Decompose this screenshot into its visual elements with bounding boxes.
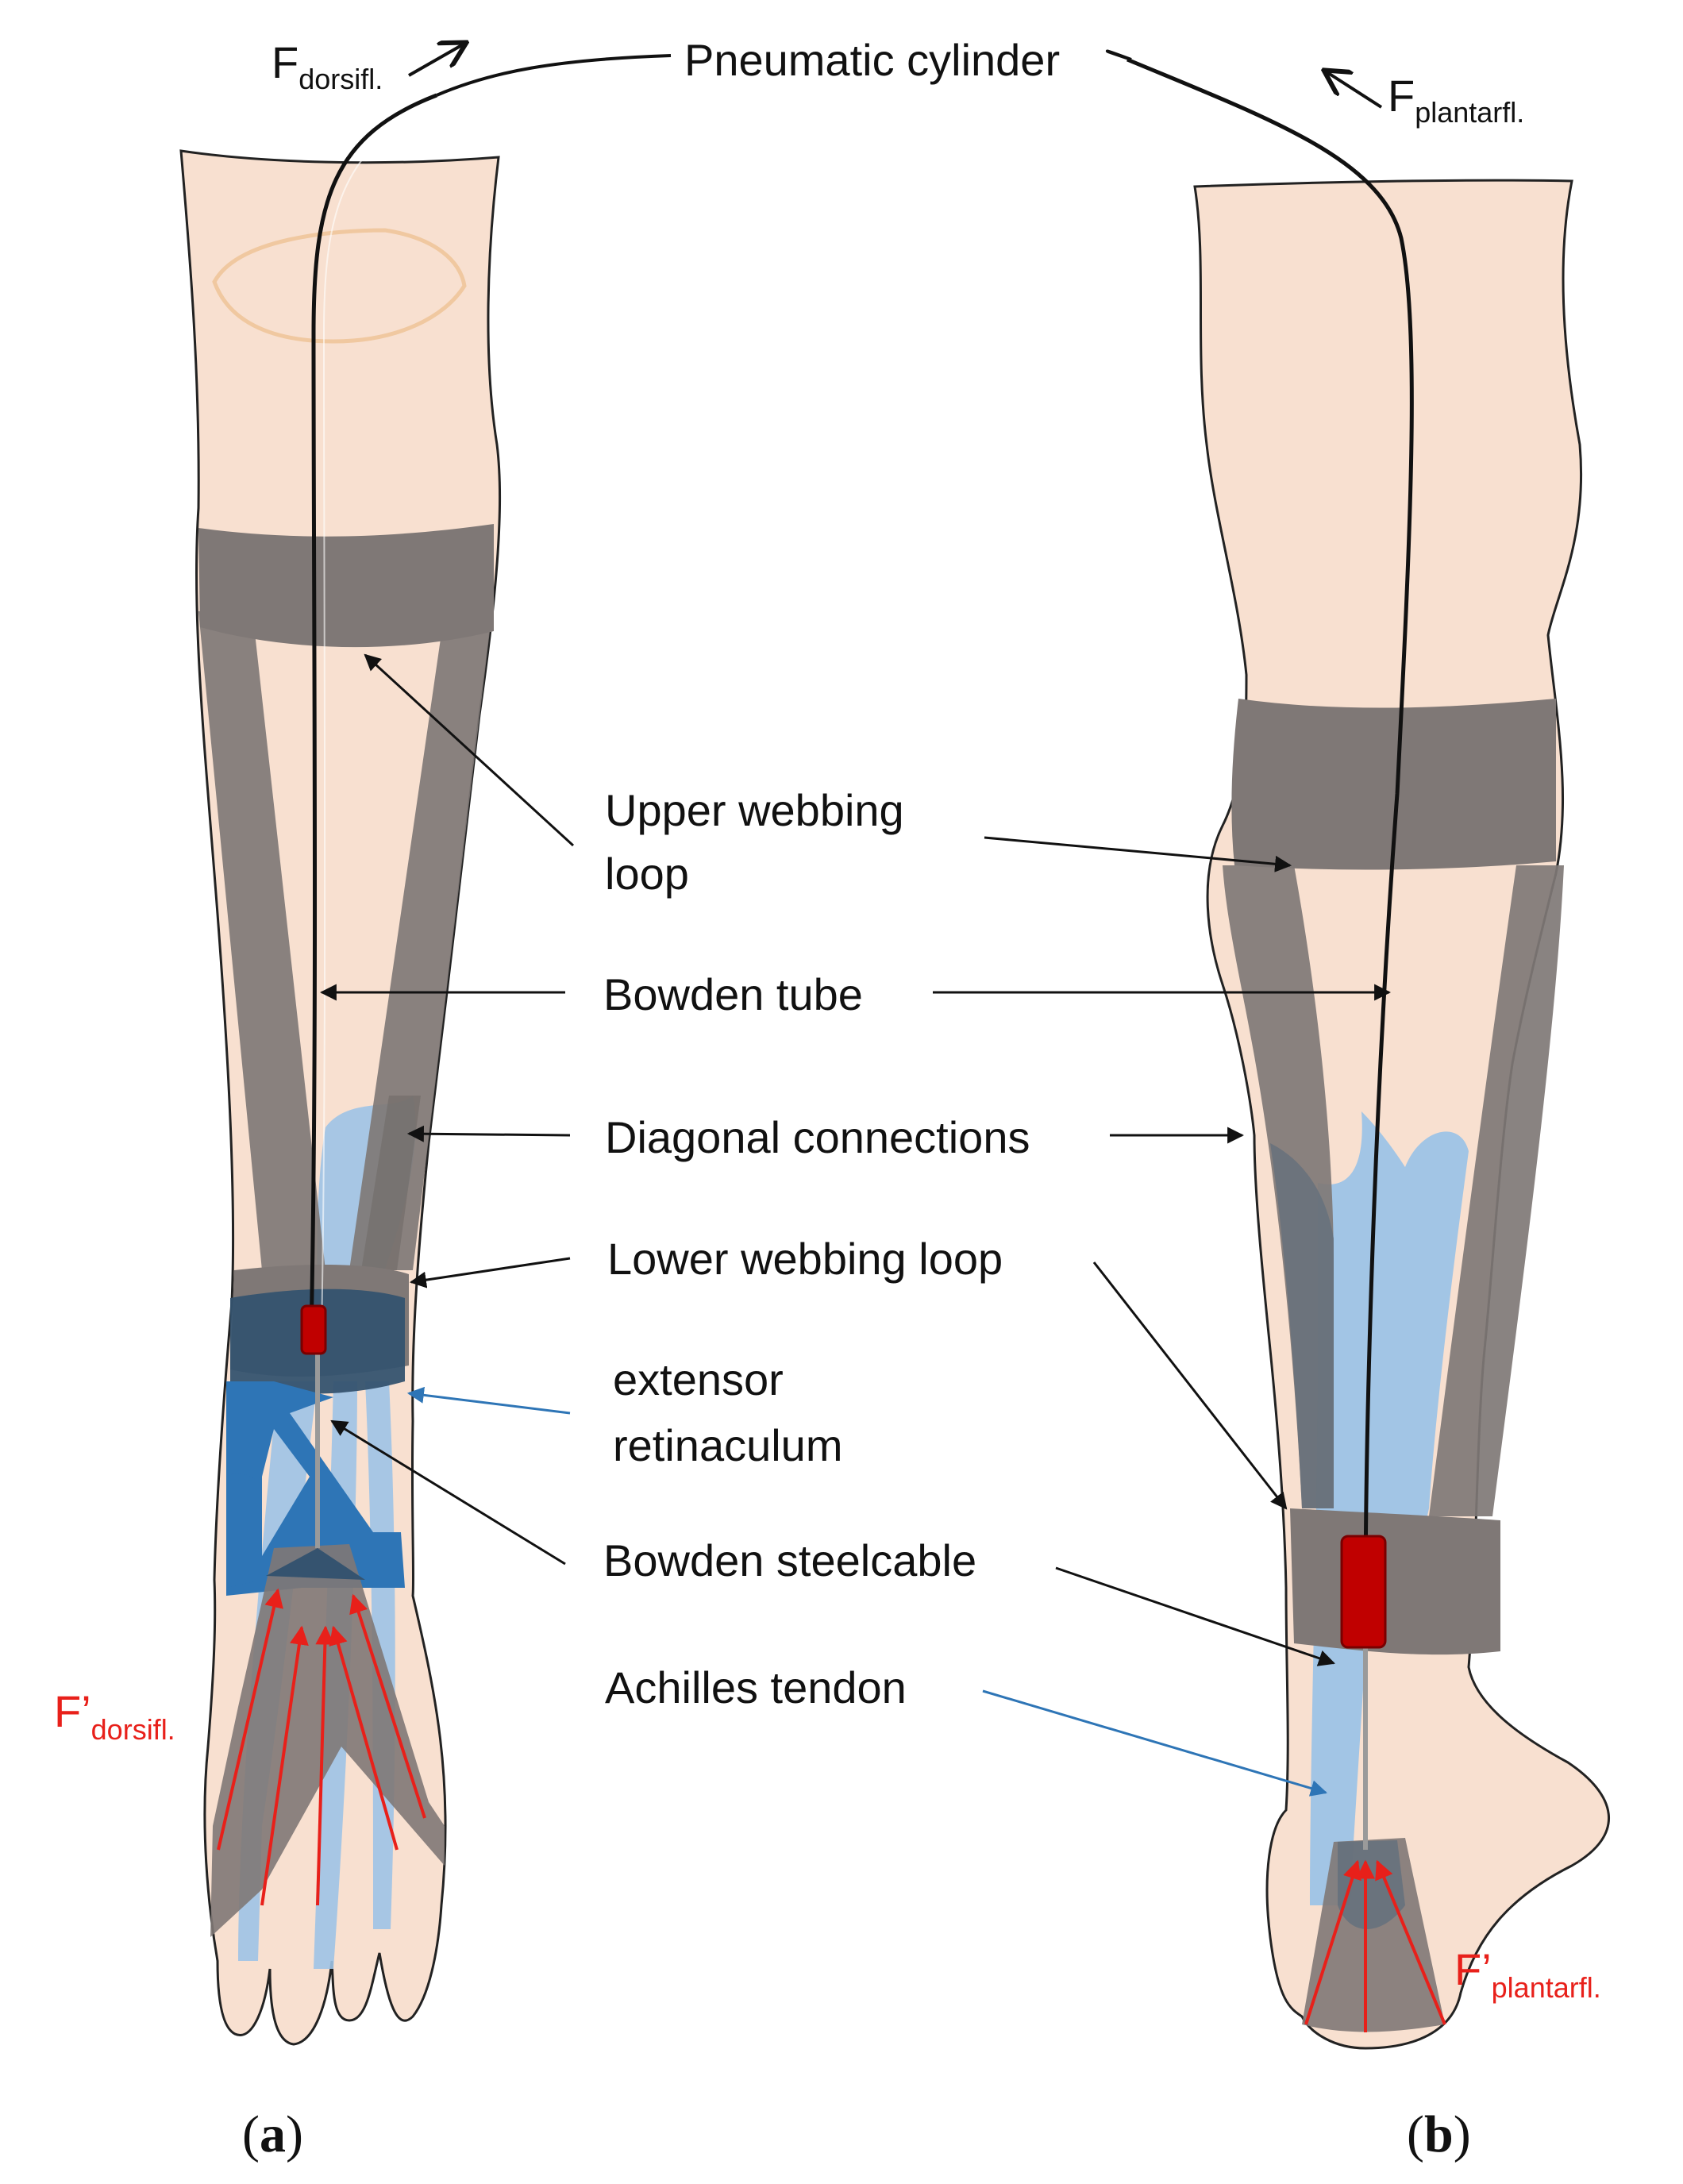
achilles-tendon-label: Achilles tendon bbox=[605, 1662, 907, 1712]
leg-a-foot-dark-cap bbox=[266, 1548, 365, 1580]
leg-b-cable-terminal bbox=[1340, 1535, 1387, 1649]
f-plantarfl-label: Fplantarfl. bbox=[1388, 71, 1524, 129]
extensor-retinaculum-label: extensor bbox=[613, 1354, 784, 1404]
lower-webbing-arrow-b bbox=[1092, 1261, 1288, 1510]
diagonal-connections-label: Diagonal connections bbox=[605, 1112, 1030, 1162]
upper-webbing-arrow-b bbox=[984, 836, 1292, 872]
pneumatic-line-right bbox=[1106, 49, 1132, 61]
leg-b-tendon bbox=[1310, 1111, 1469, 1905]
bowden-steelcable-arrow-b bbox=[1055, 1566, 1335, 1666]
leg-b-upper-webbing-loop bbox=[1231, 699, 1556, 870]
leg-a-tendon-foot bbox=[238, 1381, 395, 1969]
panel-b-label: (b) bbox=[1407, 2105, 1471, 2163]
leg-a-diagonal-strap-left bbox=[198, 611, 325, 1270]
extensor-retinaculum-band bbox=[226, 1473, 262, 1588]
panel-a-label: (a) bbox=[242, 2105, 303, 2163]
plantarflexion-force-arrows bbox=[1304, 1859, 1446, 2032]
labels: Pneumatic cylinder Fdorsifl. Fplantarfl.… bbox=[54, 35, 1601, 2004]
upper-webbing-arrow-a bbox=[364, 653, 575, 847]
f-dorsifl-label: Fdorsifl. bbox=[272, 37, 383, 95]
extensor-retinaculum-arrow bbox=[406, 1386, 571, 1415]
f-prime-plantarfl-label: F’plantarfl. bbox=[1454, 1944, 1601, 2004]
leg-b-diagonal-strap-right bbox=[1429, 865, 1564, 1516]
pneumatic-line-left bbox=[436, 54, 672, 97]
bowden-steelcable-arrow-a bbox=[330, 1419, 566, 1566]
leg-a-diagonal-overlap bbox=[361, 1096, 421, 1270]
achilles-tendon-arrow bbox=[982, 1689, 1328, 1797]
diagonal-connections-arrow-a bbox=[406, 1125, 571, 1142]
dorsiflexion-force-arrows bbox=[217, 1588, 426, 1906]
leg-a-bowden-tube bbox=[309, 93, 437, 1335]
callout-arrows bbox=[319, 44, 1392, 1797]
leg-a-foot-webbing-fan bbox=[210, 1544, 445, 1937]
upper-webbing-loop-label-2: loop bbox=[605, 849, 689, 899]
leg-a-bowden-tube-inner bbox=[321, 106, 429, 1335]
leg-a-diagonal-strap-right bbox=[349, 611, 492, 1270]
f-plantarfl-arrow bbox=[1326, 71, 1383, 109]
lower-webbing-arrow-a bbox=[409, 1257, 571, 1288]
leg-a-cable-terminal bbox=[300, 1304, 327, 1355]
f-prime-dorsifl-label: F’dorsifl. bbox=[54, 1686, 175, 1746]
leg-a-upper-webbing-loop bbox=[198, 524, 494, 648]
leg-b-skin bbox=[1193, 179, 1611, 2050]
upper-webbing-loop-label: Upper webbing bbox=[605, 785, 904, 835]
leg-b-heel-dark-cap bbox=[1338, 1840, 1405, 1929]
leg-b-bowden-tube bbox=[1126, 57, 1414, 1612]
bowden-steelcable-label: Bowden steelcable bbox=[603, 1535, 976, 1585]
leg-back-view bbox=[1126, 57, 1611, 2050]
kneecap-outline bbox=[212, 228, 467, 344]
leg-b-lower-webbing-loop bbox=[1290, 1508, 1500, 1655]
f-dorsifl-arrow bbox=[408, 44, 464, 77]
bowden-tube-label: Bowden tube bbox=[603, 969, 863, 1019]
lower-webbing-loop-label: Lower webbing loop bbox=[607, 1234, 1003, 1284]
leg-b-strap-left-overlap bbox=[1270, 1143, 1334, 1508]
extensor-retinaculum-label-2: retinaculum bbox=[613, 1420, 842, 1470]
pneumatic-cylinder-label: Pneumatic cylinder bbox=[684, 35, 1060, 85]
leg-front-view bbox=[179, 93, 502, 2046]
